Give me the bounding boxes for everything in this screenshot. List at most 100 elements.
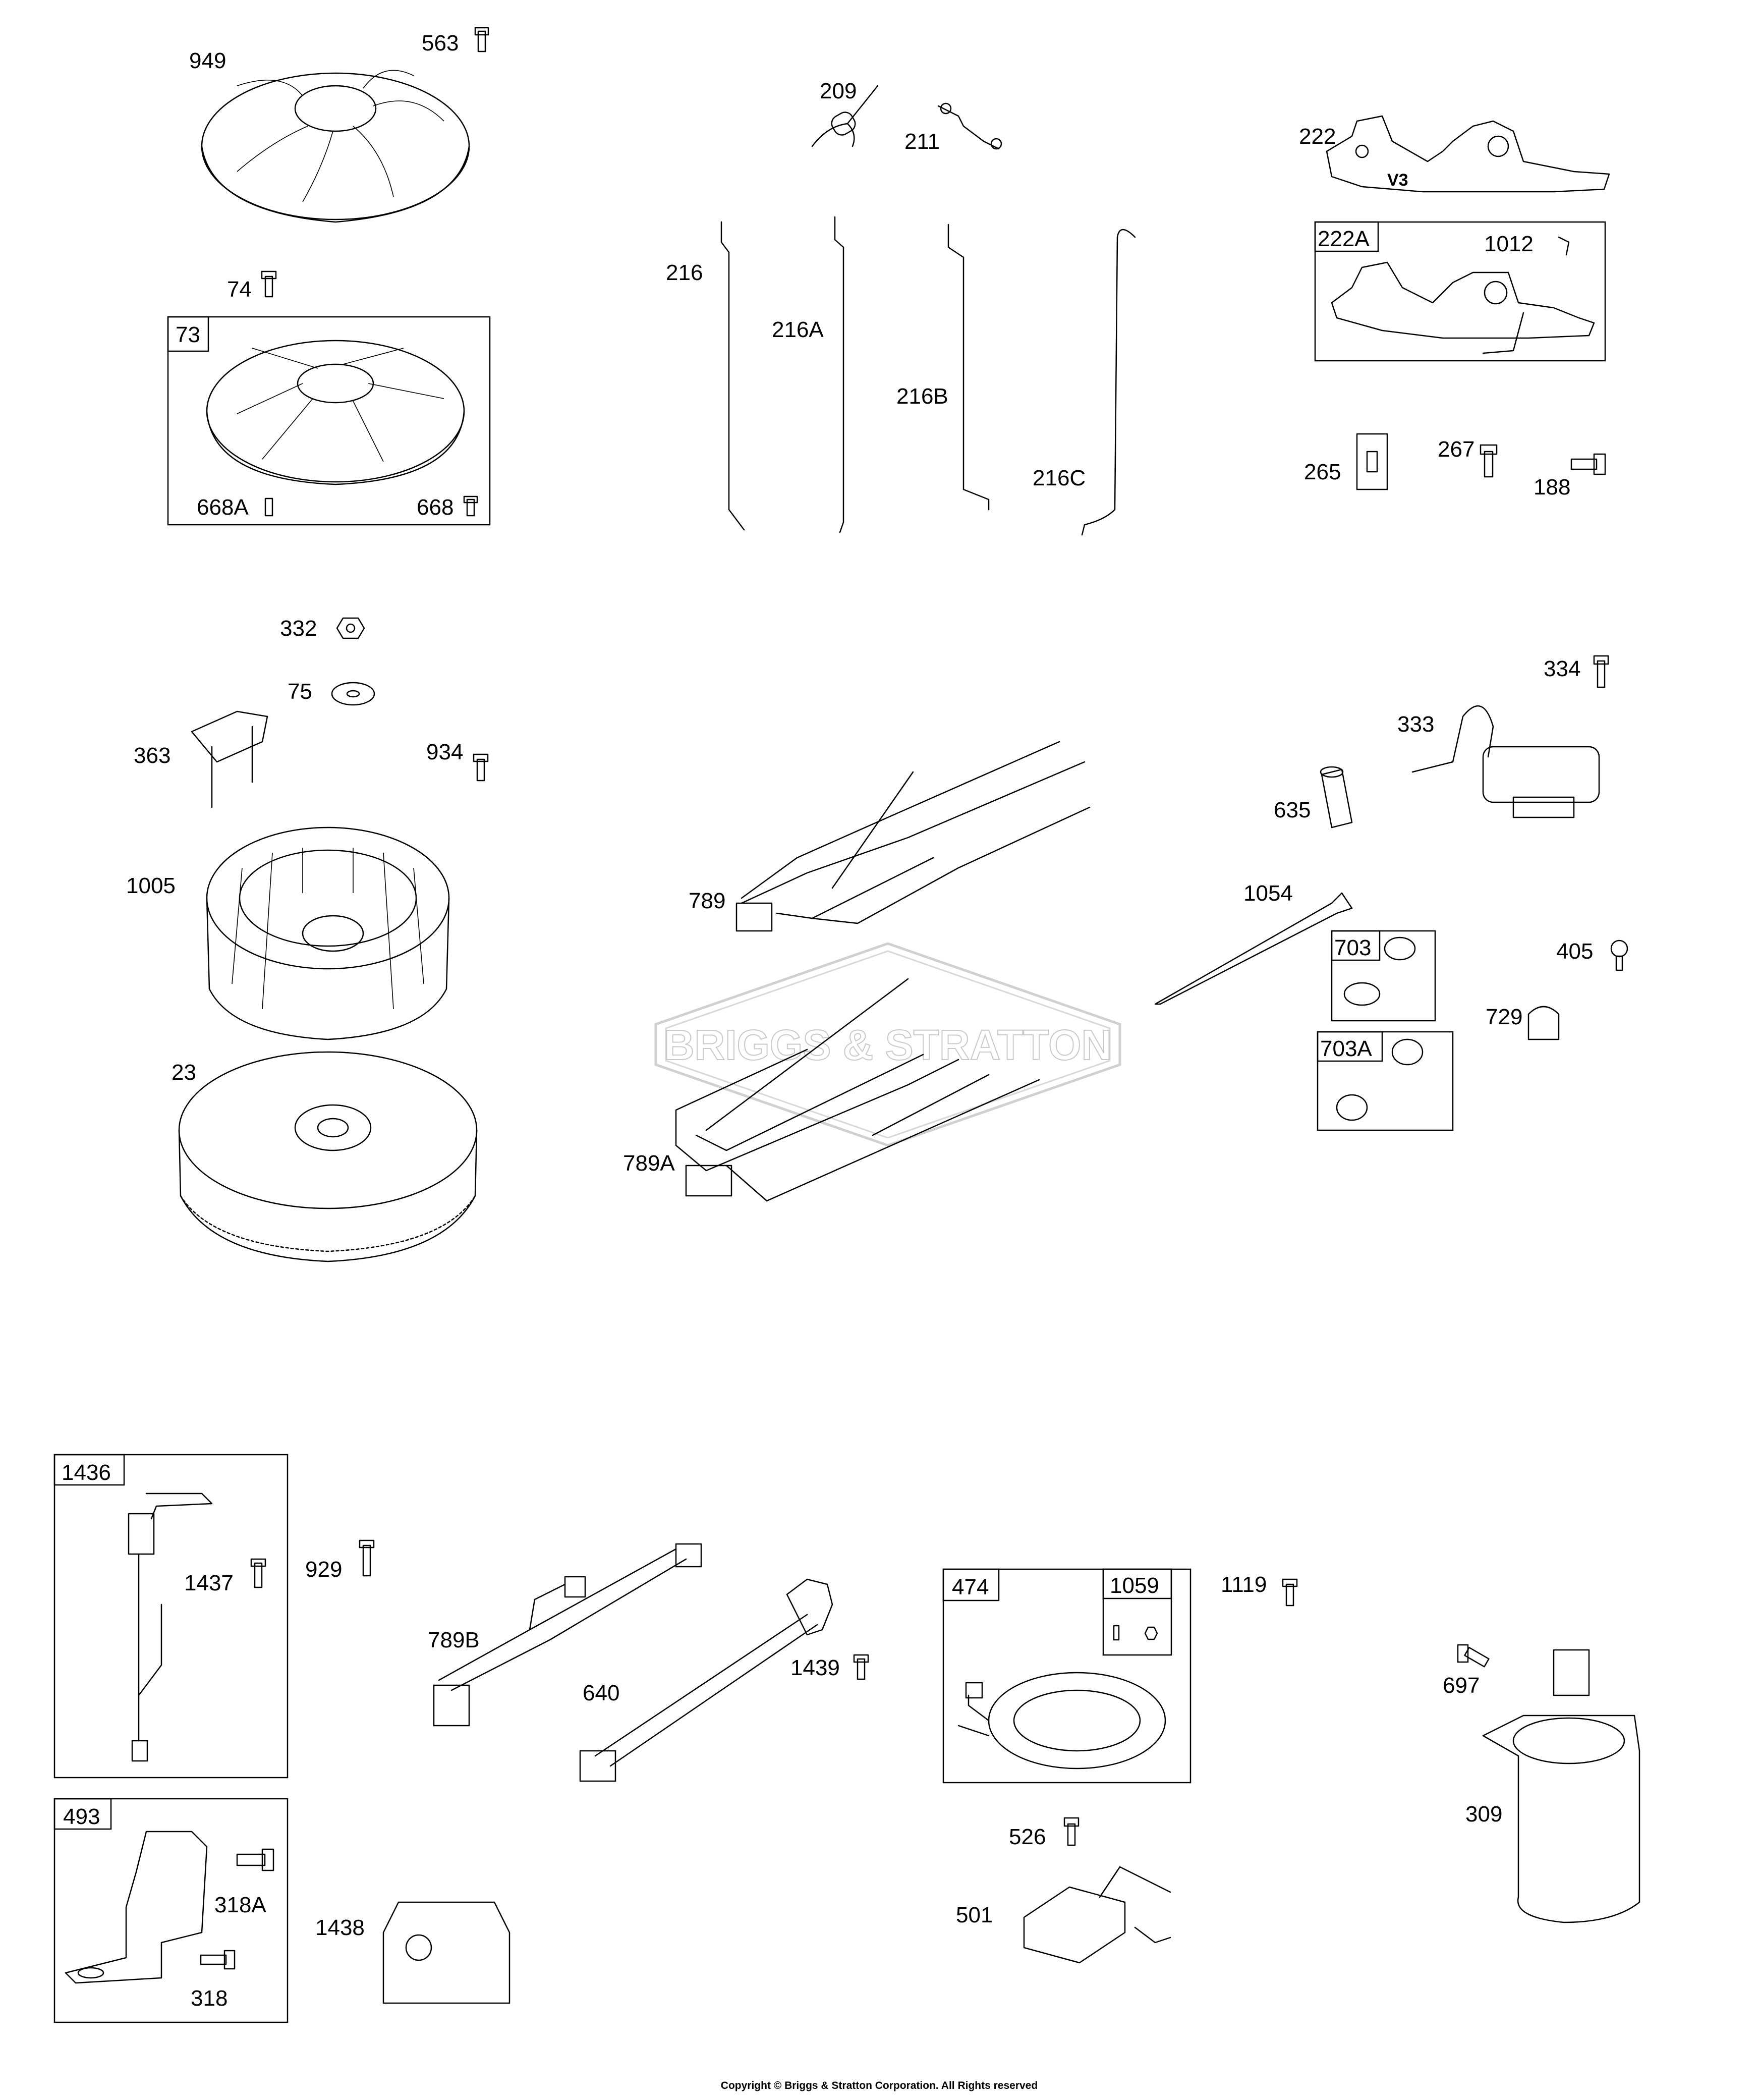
box-474 [942,1568,1191,1784]
part-635-spark-plug-boot [1320,766,1353,828]
part-949-blower-housing [201,70,470,223]
label-789B: 789B [428,1628,480,1652]
part-668A-pin [264,498,273,517]
part-73-fan-screen [206,340,465,485]
part-474-stator [957,1672,1166,1770]
label-493: 493 [63,1804,100,1829]
part-216A-rod [834,216,844,533]
part-501-regulator [1023,1866,1171,1964]
part-703A-clips [1336,1038,1424,1121]
box-474-tab [942,1568,1000,1601]
label-309: 309 [1465,1802,1502,1827]
label-729: 729 [1486,1005,1522,1029]
label-222A: 222A [1318,227,1370,251]
part-1059-hardware [1113,1625,1158,1641]
part-1054-cable-tie [1154,892,1353,1005]
label-334: 334 [1544,656,1580,681]
label-1436: 1436 [62,1460,111,1485]
part-1012-clip [1558,236,1570,256]
label-318A: 318A [214,1893,266,1917]
part-318A-screw [236,1848,274,1871]
part-697-screw [1457,1644,1490,1668]
label-635: 635 [1274,798,1311,822]
label-474: 474 [952,1575,989,1599]
label-363: 363 [134,743,171,768]
part-789-harness [735,741,1091,932]
watermark-logo: BRIGGS & STRATTON [654,942,1121,1147]
part-267-screw [1480,444,1498,478]
label-332: 332 [280,616,317,641]
box-1436-tab [53,1454,125,1486]
part-789A-harness [675,978,1040,1202]
label-934: 934 [426,740,463,764]
label-703: 703 [1334,935,1371,960]
part-216B-rod [947,224,990,511]
label-1437: 1437 [184,1571,234,1595]
label-640: 640 [583,1681,619,1705]
label-23: 23 [172,1060,196,1085]
part-216-rod [720,221,745,531]
part-1436-switch [128,1493,213,1762]
label-1119: 1119 [1221,1572,1267,1597]
label-216: 216 [666,260,703,285]
part-332-nut [336,617,365,639]
label-318: 318 [191,1986,228,2011]
label-789A: 789A [623,1151,675,1176]
label-949: 949 [189,48,226,73]
label-1012: 1012 [1484,232,1534,256]
part-318-screw [200,1950,236,1970]
part-563-screw [474,27,489,52]
part-74-screw [261,270,277,298]
part-222-control-bracket: V3 [1326,115,1610,193]
part-703-clips [1343,936,1416,1006]
part-216C-rod [1081,229,1136,536]
part-209-spring [811,85,879,147]
label-333: 333 [1397,712,1434,737]
label-222: 222 [1299,124,1336,149]
part-729-clip [1527,1006,1560,1040]
label-75: 75 [288,679,312,704]
box-222A [1314,221,1606,362]
watermark-text: BRIGGS & STRATTON [664,1021,1112,1069]
part-334-screw [1593,655,1609,688]
label-405: 405 [1556,939,1593,964]
label-209: 209 [820,79,857,103]
label-188: 188 [1534,475,1570,500]
part-1437-screw [250,1558,266,1588]
label-267: 267 [1438,437,1474,462]
part-405-screw [1610,940,1628,971]
label-211: 211 [904,129,940,154]
box-1059-tab [1102,1568,1172,1599]
label-74: 74 [227,277,252,302]
part-668-screw [463,495,478,517]
part-640-harness [579,1578,833,1782]
label-501: 501 [956,1903,993,1927]
part-1119-screw [1282,1578,1298,1607]
box-493 [53,1798,289,2023]
label-1438: 1438 [315,1915,365,1940]
part-1005-fan [206,826,450,1040]
part-526-screw [1063,1817,1080,1846]
part-188-screw [1570,453,1606,475]
part-222A-control-bracket [1331,261,1595,354]
part-1438-module [382,1901,510,2004]
box-703 [1331,930,1436,1022]
label-1059: 1059 [1110,1573,1159,1598]
box-703A-tab [1317,1031,1383,1062]
box-703-tab [1331,930,1381,961]
label-526: 526 [1009,1825,1046,1849]
part-363-bracket [191,710,268,808]
part-934-screw [473,753,489,782]
part-789B-harness [433,1543,702,1727]
label-216C: 216C [1033,466,1086,490]
label-697: 697 [1443,1673,1480,1698]
part-929-screw [359,1539,375,1577]
label-789: 789 [689,889,725,913]
box-73-tab [167,316,209,352]
box-222A-tab [1314,221,1379,252]
part-1439-screw [853,1654,869,1680]
part-265-plate [1356,433,1388,490]
label-265: 265 [1304,460,1341,484]
